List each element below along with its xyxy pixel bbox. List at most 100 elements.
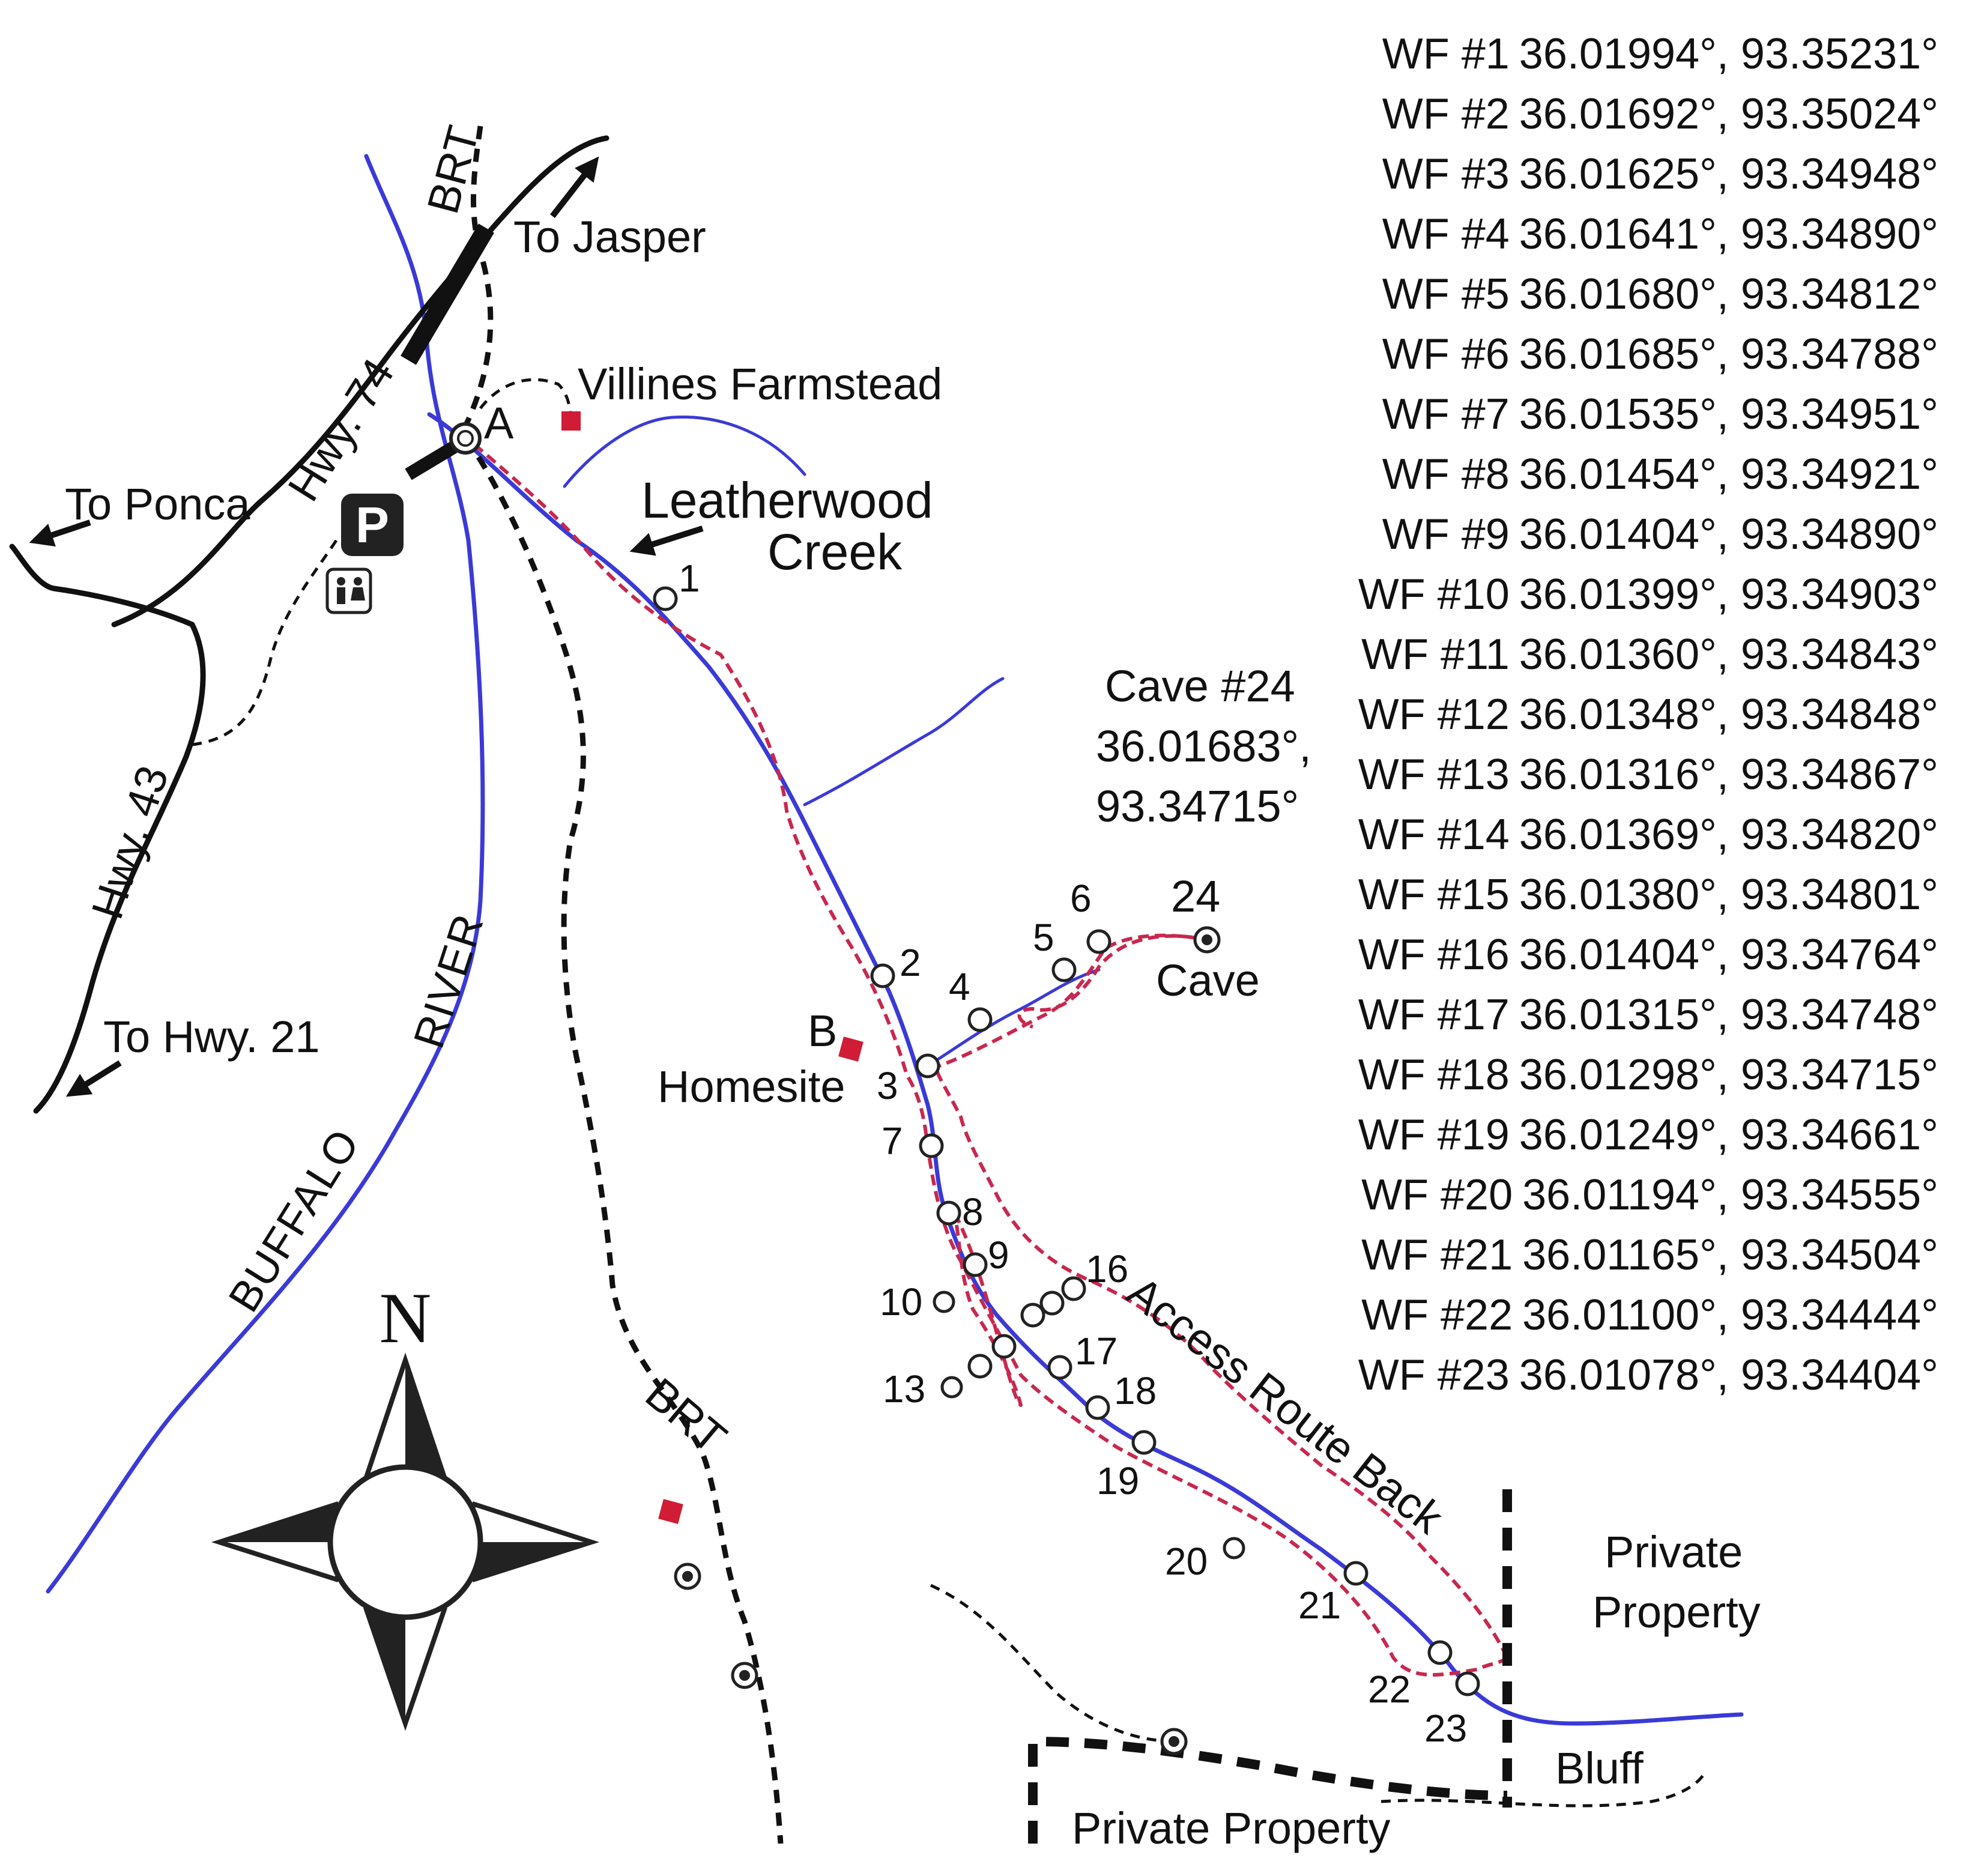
waypoint-19 xyxy=(1131,1430,1157,1455)
waypoint-6 xyxy=(1086,929,1111,954)
parking-connector-trail xyxy=(192,539,338,746)
tributary-north xyxy=(563,415,806,488)
waypoint-coords: 36.01315°, 93.34748° xyxy=(1519,991,1938,1039)
waypoint-coords: 36.01165°, 93.34504° xyxy=(1522,1231,1938,1279)
site-marker-south xyxy=(658,1499,683,1524)
trailhead-a-marker-icon xyxy=(449,422,482,455)
waypoint-number-20: 20 xyxy=(1165,1540,1208,1583)
waypoint-18 xyxy=(1085,1395,1110,1420)
waypoint-8 xyxy=(936,1200,961,1226)
access-route-back xyxy=(935,1068,1509,1659)
waypoint-id: WF #2 xyxy=(1382,90,1510,138)
waypoint-coords: 36.01685°, 93.34788° xyxy=(1519,330,1938,378)
waypoint-number-23: 23 xyxy=(1424,1707,1467,1750)
hwy-43-label: Hwy. 43 xyxy=(82,760,178,925)
arrow-to-hwy21-icon xyxy=(65,1060,122,1097)
tributary-east xyxy=(803,677,1005,806)
waypoint-id: WF #21 xyxy=(1361,1231,1513,1279)
waypoint-coords: 36.01641°, 93.34890° xyxy=(1519,210,1938,258)
waypoint-number-21: 21 xyxy=(1298,1584,1341,1627)
waypoint-id: WF #16 xyxy=(1358,931,1510,979)
cave-marker-icon-3 xyxy=(1160,1728,1188,1755)
waypoint-id: WF #11 xyxy=(1361,631,1510,679)
bluff-trail xyxy=(930,1584,1178,1743)
waypoint-coords: 36.01298°, 93.34715° xyxy=(1519,1051,1938,1099)
waypoint-id: WF #7 xyxy=(1382,390,1510,438)
waypoint-number-3: 3 xyxy=(877,1064,898,1107)
waypoint-coords: 36.01625°, 93.34948° xyxy=(1519,150,1938,198)
waypoint-id: WF #5 xyxy=(1382,270,1510,318)
waypoint-id: WF #3 xyxy=(1382,150,1510,198)
cave-marker-icon-2 xyxy=(731,1662,758,1689)
waypoint-number-22: 22 xyxy=(1368,1668,1411,1711)
private-property-east-label-2: Property xyxy=(1592,1587,1761,1637)
waypoint-id: WF #20 xyxy=(1361,1171,1513,1219)
creek-label-creek: Creek xyxy=(767,524,903,580)
cave-24-marker-icon xyxy=(1193,926,1221,954)
waypoint-id: WF #17 xyxy=(1358,991,1510,1039)
river-label-buffalo: BUFFALO xyxy=(220,1121,369,1320)
waypoint-number-5: 5 xyxy=(1033,916,1054,959)
private-property-east-label-1: Private xyxy=(1604,1527,1743,1577)
waypoint-coords: 36.01249°, 93.34661° xyxy=(1519,1111,1938,1159)
waypoint-coords: 36.01380°, 93.34801° xyxy=(1519,871,1938,919)
waypoint-number-6: 6 xyxy=(1070,877,1092,920)
waypoint-id: WF #19 xyxy=(1358,1111,1510,1159)
waypoint-number-4: 4 xyxy=(949,965,970,1008)
waypoint-3 xyxy=(915,1053,940,1079)
farmstead-spur-trail xyxy=(479,378,572,421)
point-b-label: B xyxy=(808,1006,837,1056)
waypoint-coords: 36.01994°, 93.35231° xyxy=(1519,30,1938,78)
waypoint-id: WF #6 xyxy=(1382,330,1510,378)
bluff-label: Bluff xyxy=(1555,1743,1644,1793)
waypoint-20 xyxy=(1223,1537,1245,1560)
arrow-to-jasper-icon xyxy=(550,156,599,219)
to-jasper-label: To Jasper xyxy=(513,212,706,262)
waypoint-number-17: 17 xyxy=(1075,1330,1118,1373)
arrow-creek-flow-icon xyxy=(629,525,704,556)
waypoint-id: WF #22 xyxy=(1361,1291,1513,1339)
waypoint-15 xyxy=(991,1334,1017,1359)
cave-marker-icon-1 xyxy=(674,1563,701,1590)
waypoint-5 xyxy=(1051,957,1077,982)
waypoint-id: WF #9 xyxy=(1382,510,1510,558)
waypoint-id: WF #18 xyxy=(1358,1051,1510,1099)
waypoint-id: WF #10 xyxy=(1358,570,1510,619)
waterfall-route-main xyxy=(473,443,1509,1677)
waypoint-14 xyxy=(967,1354,993,1379)
brt-label-north: BRT xyxy=(417,121,488,219)
waypoint-coords: 36.01404°, 93.34764° xyxy=(1519,931,1938,979)
waypoint-id: WF #4 xyxy=(1382,210,1510,258)
waypoint-id: WF #13 xyxy=(1358,751,1510,799)
waypoint-22 xyxy=(1427,1640,1453,1665)
private-property-boundary xyxy=(1028,1489,1512,1844)
waypoint-12 xyxy=(1039,1291,1065,1316)
parking-icon: P xyxy=(341,494,404,556)
parking-letter: P xyxy=(355,497,389,553)
creek-label-leatherwood: Leatherwood xyxy=(641,472,933,528)
tributary-cave xyxy=(926,968,1101,1068)
waypoint-id: WF #23 xyxy=(1358,1351,1510,1399)
waypoint-coords: 36.01348°, 93.34848° xyxy=(1519,691,1938,739)
waypoint-21 xyxy=(1343,1561,1369,1586)
waypoint-number-13: 13 xyxy=(883,1367,925,1411)
waypoint-11 xyxy=(1020,1303,1045,1328)
waypoint-id: WF #12 xyxy=(1358,691,1510,739)
compass-rose-icon xyxy=(211,1352,600,1731)
